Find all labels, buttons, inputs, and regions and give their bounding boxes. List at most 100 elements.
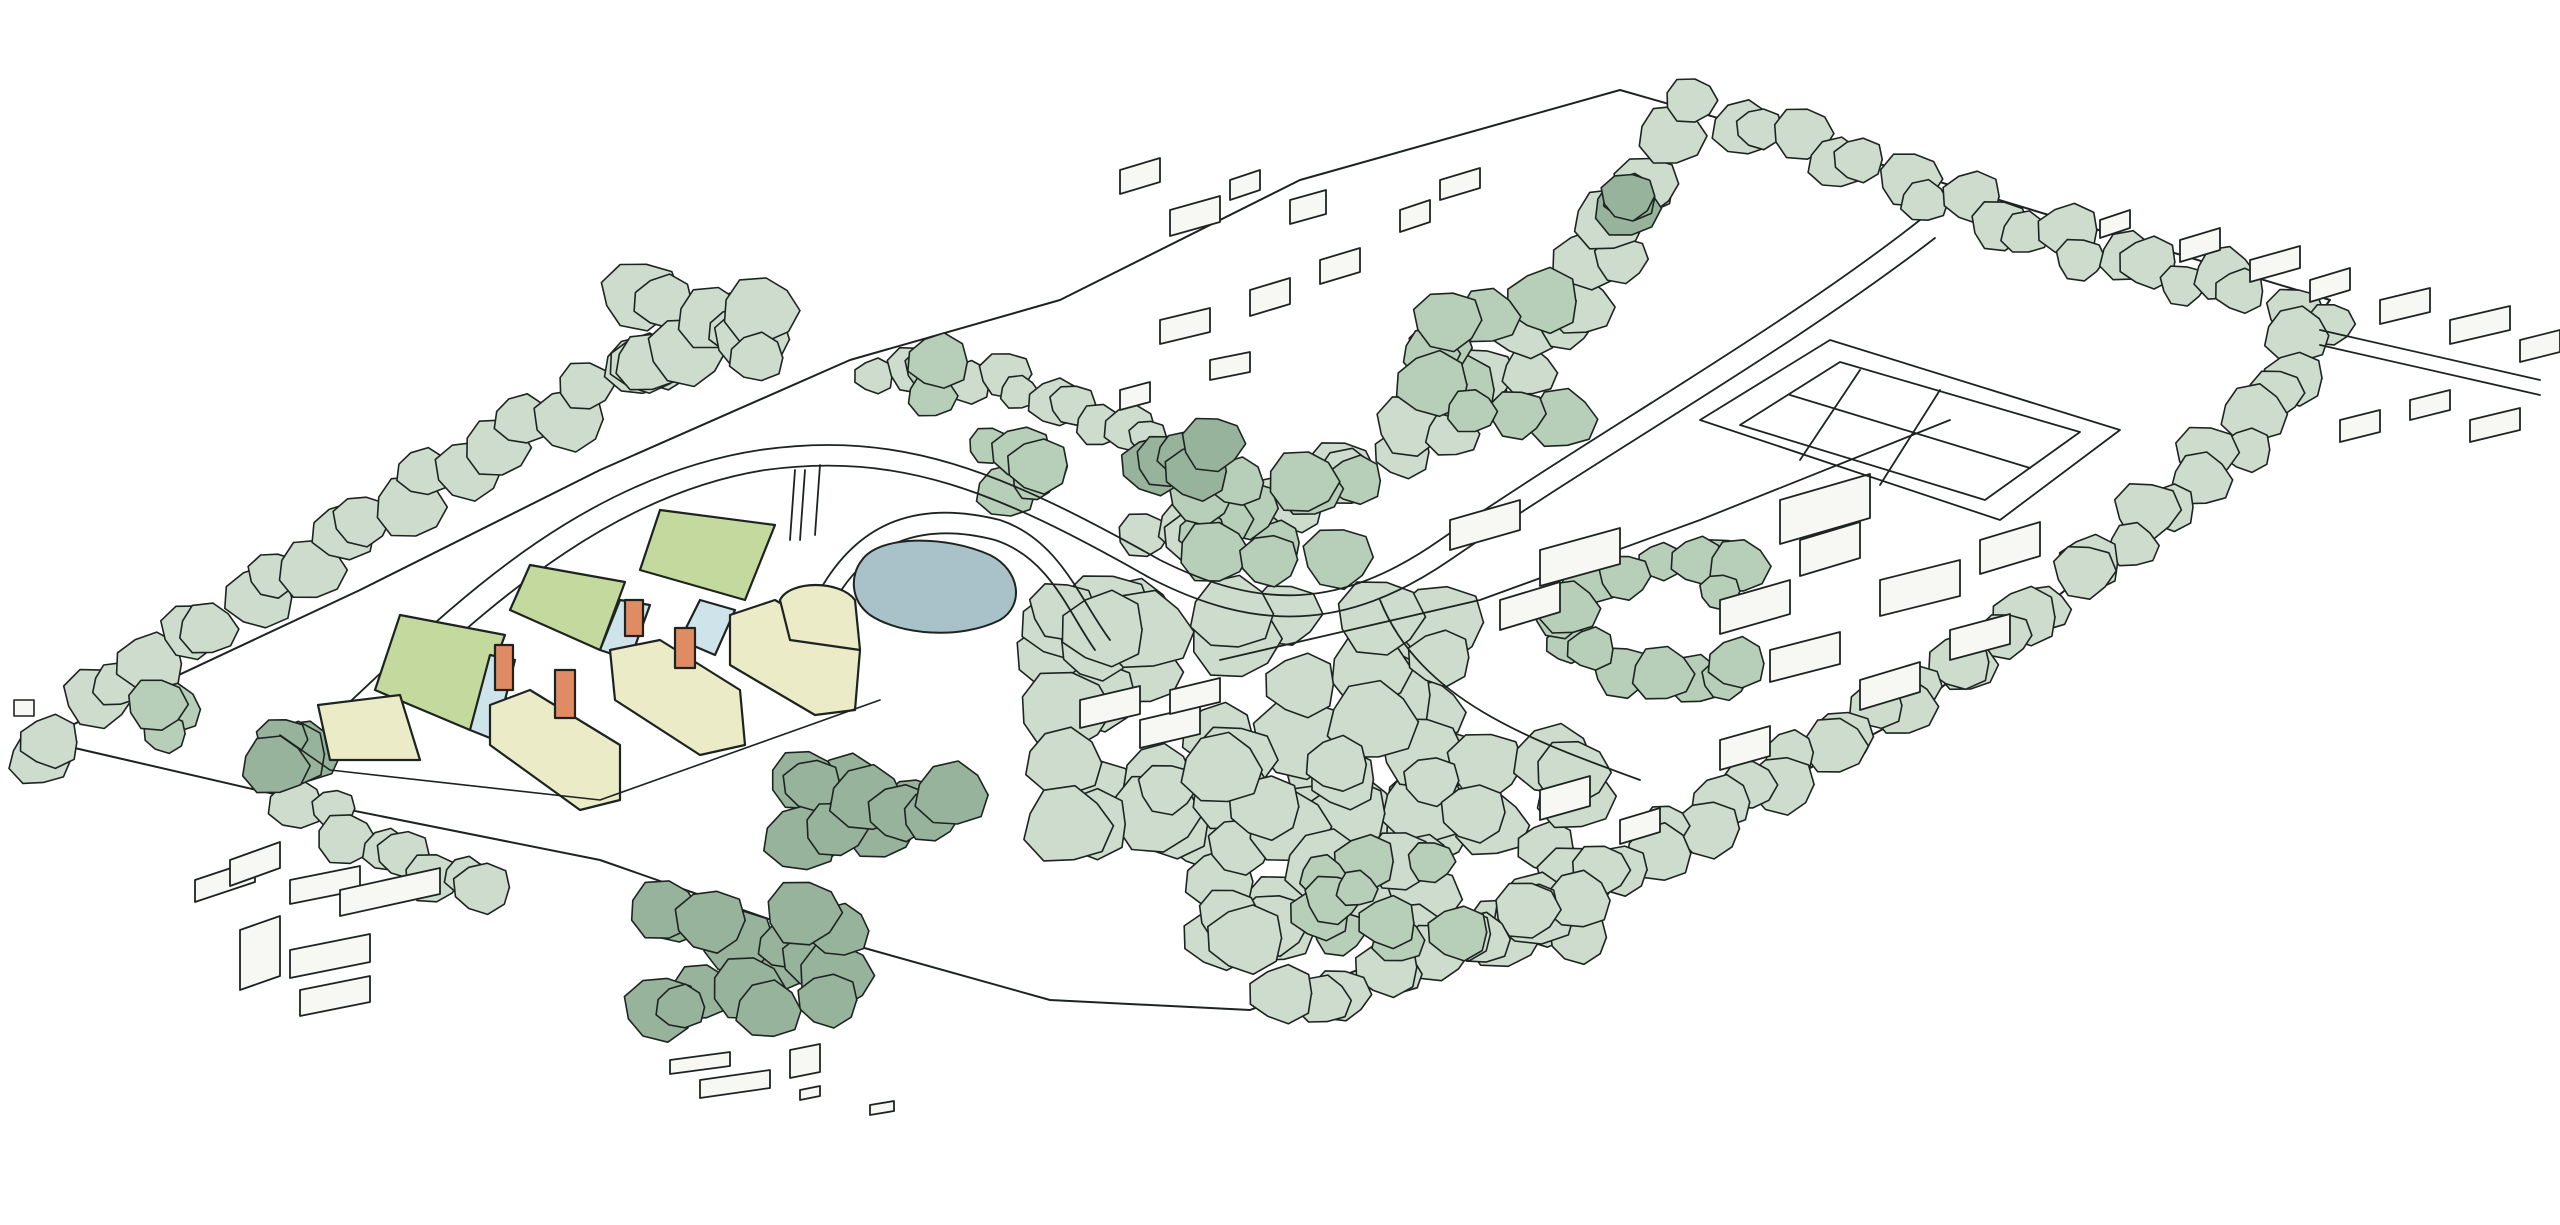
building-block bbox=[1779, 473, 1871, 545]
building-block bbox=[1119, 381, 1151, 411]
tree-crown bbox=[179, 602, 240, 654]
building-block bbox=[699, 1069, 771, 1099]
cycle-path bbox=[1379, 599, 1641, 781]
building-block bbox=[1159, 307, 1211, 345]
wing-south bbox=[488, 688, 622, 812]
building-block bbox=[2179, 227, 2221, 263]
tree-crown bbox=[907, 332, 969, 389]
building-block bbox=[1319, 247, 1361, 285]
building-block bbox=[299, 975, 371, 1017]
outlying-structure bbox=[13, 699, 35, 717]
building-block bbox=[1769, 631, 1841, 683]
tree-crown bbox=[1833, 137, 1884, 184]
lane-east bbox=[2319, 329, 2541, 396]
tree-crown bbox=[2055, 238, 2107, 282]
tree-crown bbox=[1631, 645, 1696, 700]
building-block bbox=[2099, 209, 2131, 239]
tree-crown bbox=[1023, 784, 1115, 862]
tree-crown bbox=[1189, 574, 1275, 648]
tree-crown bbox=[1305, 734, 1368, 792]
tree-crown bbox=[723, 277, 801, 343]
core-tower-3 bbox=[623, 598, 645, 638]
tree-crown bbox=[1239, 534, 1299, 588]
tree-crown bbox=[452, 862, 511, 916]
building-block bbox=[2379, 287, 2431, 325]
tree-crown bbox=[2052, 545, 2118, 600]
building-block bbox=[229, 841, 281, 887]
tree-crown bbox=[1118, 513, 1171, 558]
tree-crown bbox=[1412, 292, 1483, 353]
building-block bbox=[1499, 581, 1561, 631]
building-block bbox=[1859, 661, 1921, 711]
tree-crown bbox=[797, 973, 858, 1029]
tree-crown bbox=[1180, 521, 1252, 582]
tree-crown bbox=[1335, 869, 1379, 907]
building-block bbox=[1449, 499, 1521, 551]
building-block bbox=[2249, 245, 2301, 283]
pond bbox=[852, 539, 1017, 634]
tree-crown bbox=[728, 331, 784, 382]
tree-crown bbox=[655, 983, 706, 1029]
building-block bbox=[869, 1100, 895, 1116]
tree-crown bbox=[1269, 451, 1341, 512]
tree-crown bbox=[1358, 894, 1415, 950]
tree-crown bbox=[1707, 635, 1765, 689]
tree-crown bbox=[1302, 529, 1375, 591]
tree-crown bbox=[1495, 882, 1562, 939]
tree-canopy-mid bbox=[128, 266, 1772, 962]
building-block bbox=[1119, 157, 1161, 195]
tree-crown bbox=[1395, 349, 1468, 418]
green-roof-centre bbox=[508, 563, 627, 652]
tree-crown bbox=[1180, 731, 1264, 803]
tree-crown bbox=[1593, 237, 1650, 285]
campus-spine bbox=[1789, 369, 2031, 486]
building-block bbox=[1249, 277, 1291, 317]
building-block bbox=[239, 915, 281, 991]
building-block bbox=[2469, 407, 2521, 443]
tree-crown bbox=[1181, 417, 1247, 473]
green-roof-east bbox=[638, 508, 777, 602]
loop-road bbox=[819, 511, 1111, 641]
tree-crown bbox=[318, 814, 377, 865]
building-block bbox=[2449, 305, 2511, 345]
campus-inner-ring bbox=[1739, 361, 2081, 501]
tree-crown bbox=[19, 713, 78, 770]
building-block bbox=[1719, 579, 1791, 635]
building-block bbox=[1169, 677, 1221, 715]
tree-crown bbox=[241, 735, 311, 794]
campus-courtyard-blocks bbox=[1699, 339, 2121, 521]
building-block bbox=[1229, 169, 1261, 201]
building-block bbox=[1879, 559, 1961, 617]
building-block bbox=[1619, 807, 1661, 845]
tree-crown bbox=[1427, 905, 1488, 962]
tree-crown bbox=[1566, 626, 1614, 671]
building-block bbox=[2309, 267, 2351, 303]
building-block bbox=[1439, 167, 1481, 201]
access-road-inner bbox=[344, 237, 1936, 736]
access-road-outer bbox=[329, 219, 1921, 721]
tree-crown bbox=[1249, 963, 1313, 1025]
tree-crown bbox=[1501, 347, 1559, 396]
tree-crown bbox=[674, 890, 747, 954]
building-block bbox=[1399, 199, 1431, 233]
tree-crown bbox=[559, 362, 615, 410]
core-tower-1 bbox=[493, 643, 515, 692]
tree-crown bbox=[767, 881, 844, 946]
development-plot bbox=[279, 699, 881, 801]
building-block bbox=[789, 1043, 821, 1079]
wing-south-west bbox=[316, 693, 422, 762]
building-block bbox=[339, 867, 441, 917]
core-tower-2 bbox=[553, 668, 577, 720]
building-block bbox=[1539, 775, 1591, 821]
wing-east bbox=[728, 598, 862, 717]
building-block bbox=[1799, 521, 1861, 577]
tree-crown bbox=[1440, 784, 1506, 844]
rotunda bbox=[778, 583, 862, 652]
tree-crown bbox=[1447, 389, 1499, 433]
tree-crown bbox=[914, 760, 989, 825]
building-block bbox=[289, 933, 371, 979]
tree-crown bbox=[128, 679, 190, 731]
building-block bbox=[2339, 409, 2381, 443]
tree-crown bbox=[854, 357, 893, 395]
